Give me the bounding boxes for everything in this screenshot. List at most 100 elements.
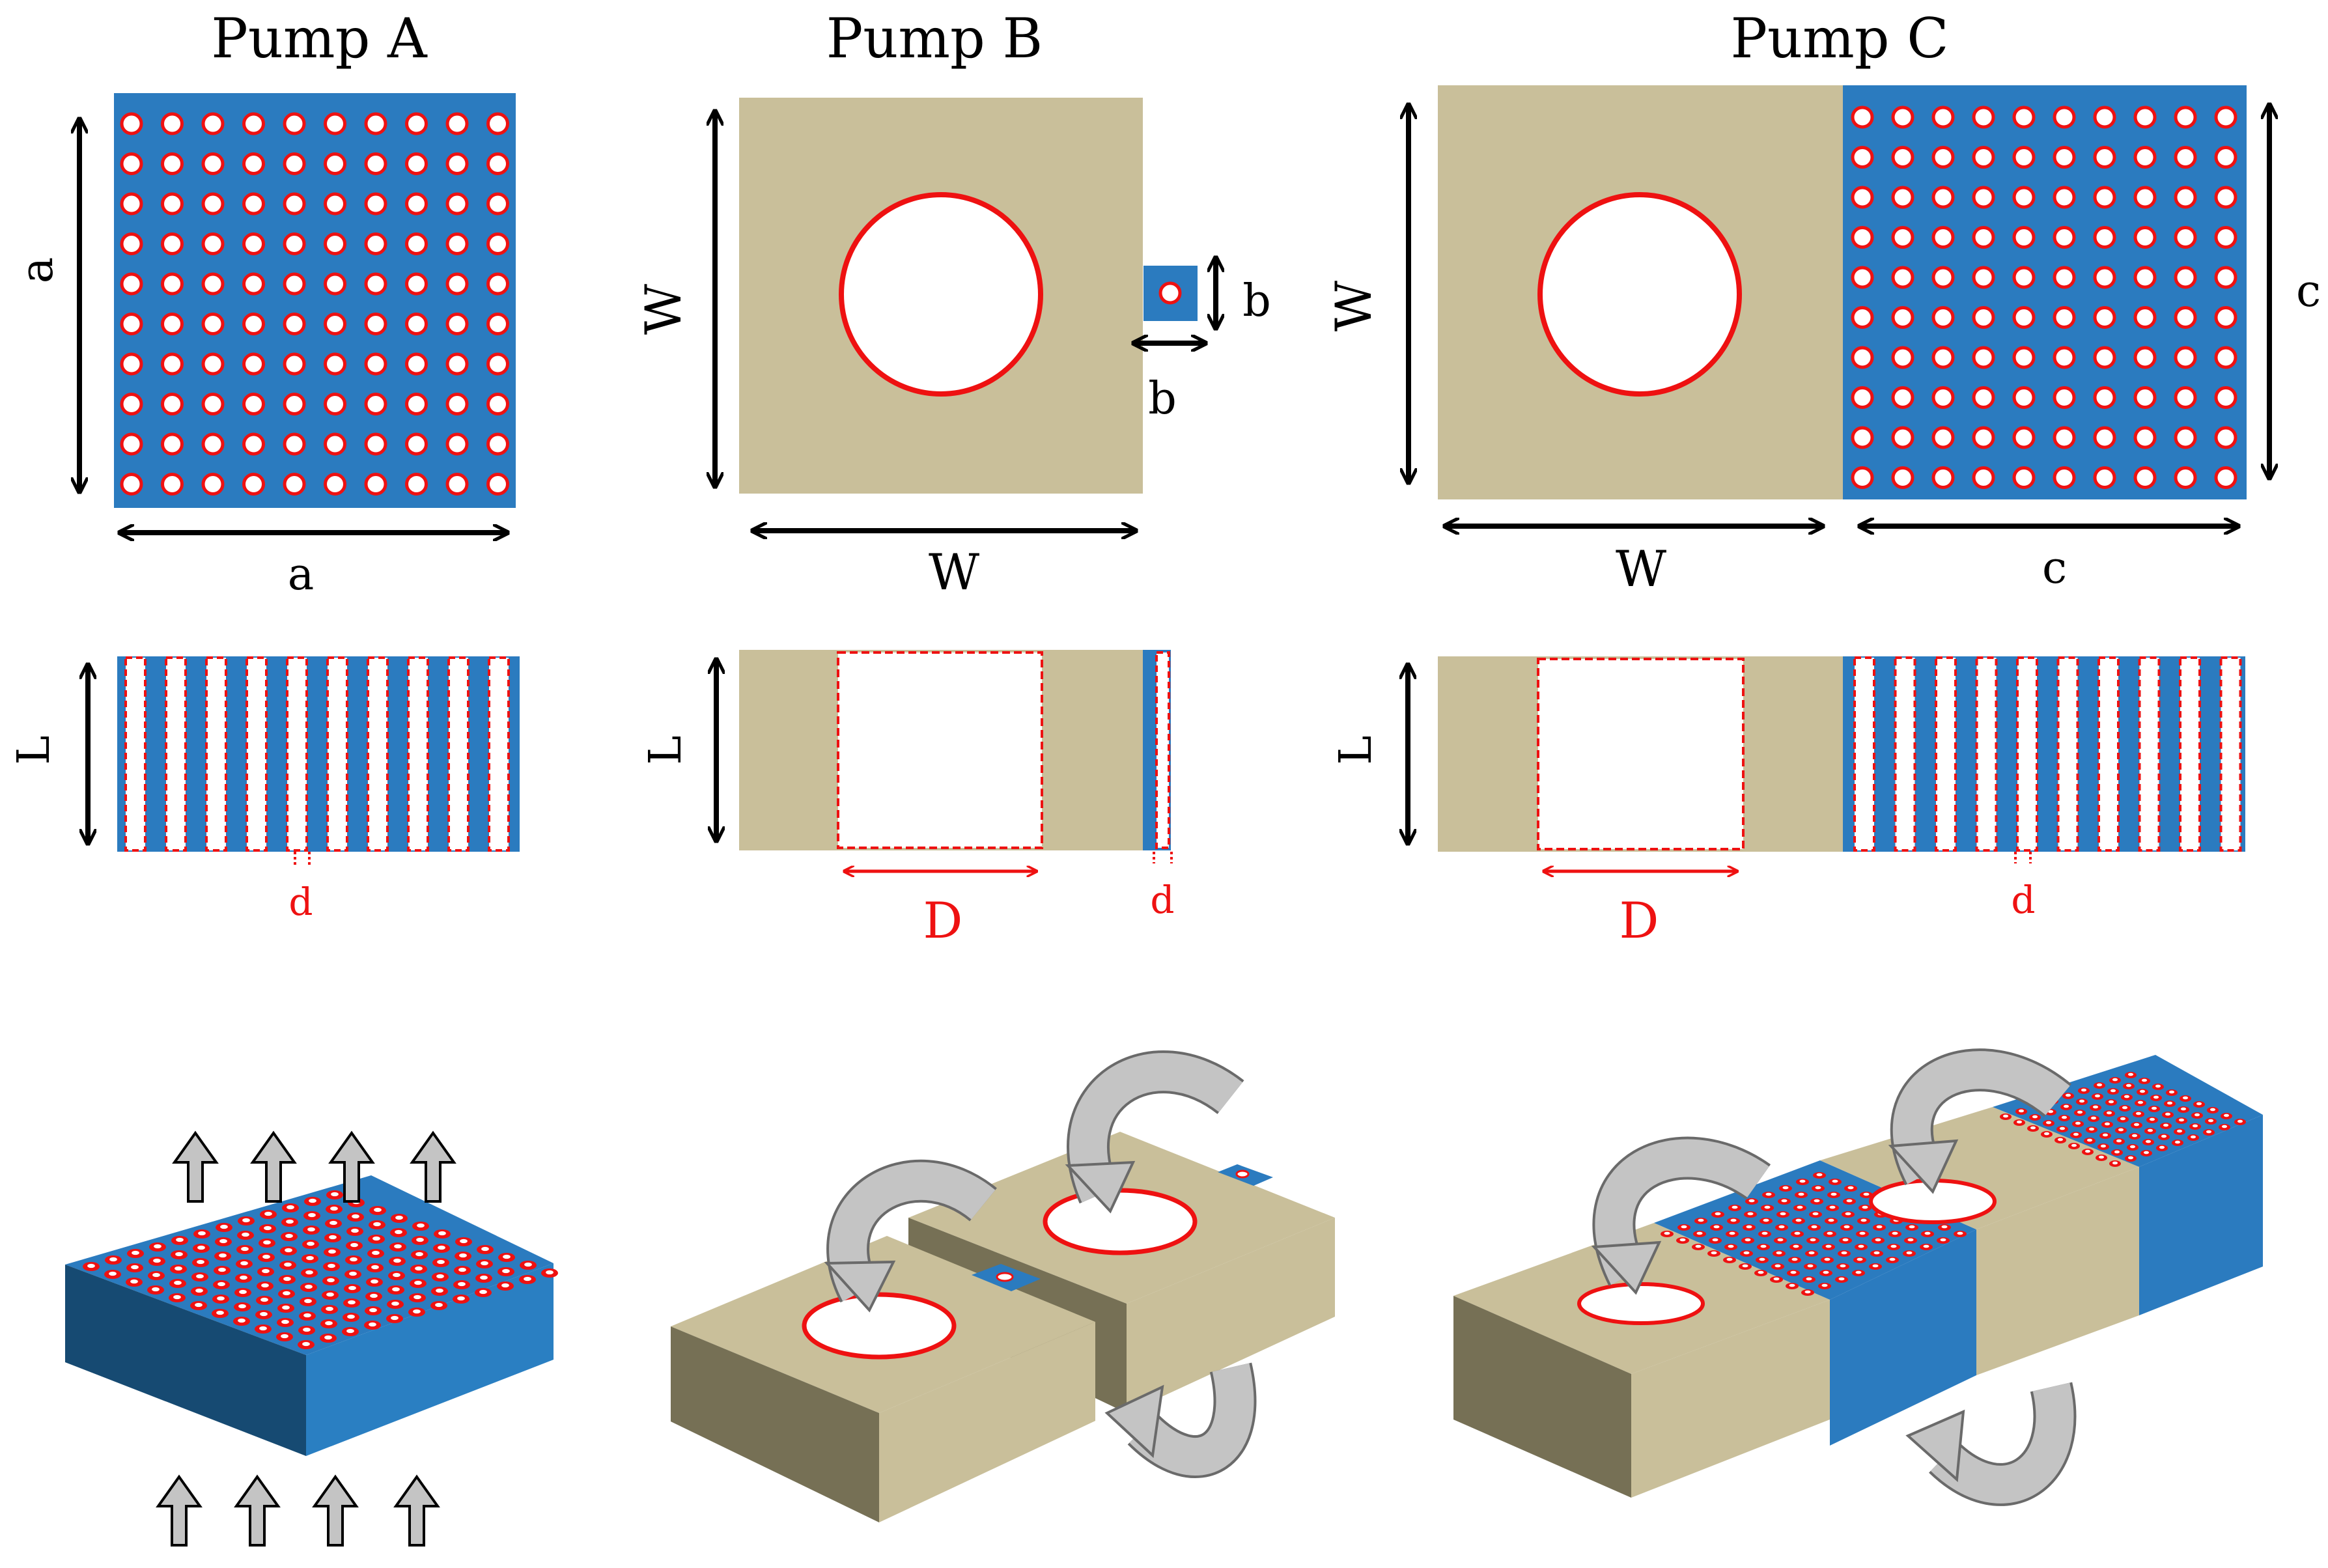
pump-c-title: Pump C bbox=[1730, 7, 1948, 70]
pore-3d-opening bbox=[1863, 1192, 1870, 1196]
pump-b-channel-cross-section bbox=[837, 651, 1043, 849]
pore-3d-opening bbox=[393, 1272, 400, 1278]
pore bbox=[1972, 346, 1995, 369]
pore-3d-opening bbox=[330, 1220, 337, 1225]
pore bbox=[1891, 186, 1914, 209]
pore bbox=[486, 352, 509, 376]
pore-3d-opening bbox=[1859, 1231, 1866, 1235]
pore-3d-opening bbox=[372, 1250, 380, 1255]
pore-3d-opening bbox=[307, 1227, 315, 1232]
pore bbox=[486, 272, 509, 296]
pore bbox=[242, 232, 265, 255]
pore bbox=[405, 352, 428, 376]
pore-3d-opening bbox=[2077, 1110, 2083, 1114]
pore-3d-opening bbox=[459, 1253, 467, 1258]
pore-3d-opening bbox=[1857, 1257, 1863, 1261]
pore-3d-opening bbox=[2180, 1107, 2187, 1111]
pore bbox=[1931, 426, 1955, 449]
pore-3d-opening bbox=[286, 1219, 294, 1224]
pore-3d-opening bbox=[1790, 1270, 1797, 1274]
pump-a-title: Pump A bbox=[211, 7, 428, 70]
pore bbox=[2214, 226, 2237, 249]
pore bbox=[2133, 346, 2157, 369]
pore-3d-opening bbox=[1907, 1238, 1914, 1242]
pore bbox=[2093, 266, 2116, 289]
pore-3d-opening bbox=[2094, 1094, 2101, 1098]
pore-3d-opening bbox=[2161, 1134, 2167, 1138]
pore bbox=[324, 393, 346, 415]
pump-b-flow-arrow-bottom bbox=[1104, 1362, 1257, 1478]
pump-a-outflow-arrows bbox=[172, 1130, 456, 1203]
pore-3d-opening bbox=[1758, 1270, 1764, 1274]
pump-c-channel-label: D bbox=[1620, 891, 1659, 949]
pore bbox=[161, 272, 184, 296]
pore-channel bbox=[2097, 656, 2120, 852]
pore-3d-opening bbox=[1742, 1264, 1748, 1268]
pore-3d-opening bbox=[174, 1280, 182, 1285]
pore bbox=[445, 432, 469, 456]
pump-a-length-label: L bbox=[8, 735, 60, 764]
pore-3d-opening bbox=[1832, 1179, 1838, 1183]
pore bbox=[120, 473, 143, 496]
pore bbox=[1972, 306, 1995, 329]
pore-3d-opening bbox=[1873, 1251, 1880, 1255]
pore-3d-opening bbox=[326, 1306, 333, 1311]
pump-b-channel-label: D bbox=[923, 891, 963, 949]
pore-3d-opening bbox=[1732, 1205, 1738, 1209]
pore-3d-opening bbox=[2088, 1127, 2095, 1131]
pore-3d-opening bbox=[1844, 1225, 1850, 1229]
pore bbox=[283, 192, 306, 216]
pore-3d-opening bbox=[2190, 1135, 2196, 1139]
pump-b-channel-top-view bbox=[839, 192, 1043, 397]
pore bbox=[2174, 466, 2197, 489]
pore bbox=[283, 352, 306, 376]
pore bbox=[201, 232, 225, 255]
pore bbox=[2012, 346, 2036, 369]
pore bbox=[2133, 146, 2157, 169]
pore bbox=[283, 393, 306, 415]
pore-3d-opening bbox=[87, 1263, 95, 1268]
pore bbox=[2174, 386, 2197, 409]
pore-3d-opening bbox=[2159, 1145, 2165, 1149]
pump-a-width-label: a bbox=[288, 549, 315, 600]
pore bbox=[2174, 186, 2197, 209]
pore-3d-opening bbox=[458, 1281, 466, 1287]
pore-3d-opening bbox=[2127, 1072, 2134, 1076]
pore-3d-opening bbox=[287, 1205, 294, 1210]
pore-3d-opening bbox=[2153, 1095, 2159, 1099]
pore bbox=[445, 232, 469, 255]
pump-b-title: Pump B bbox=[826, 7, 1043, 70]
pore-3d-opening bbox=[2084, 1149, 2091, 1153]
pore bbox=[405, 232, 428, 255]
pore-3d-opening bbox=[2143, 1151, 2150, 1155]
pore bbox=[324, 152, 346, 175]
pore-3d-opening bbox=[1816, 1173, 1823, 1177]
pump-b-membrane-pore-channel bbox=[1155, 651, 1170, 849]
pore bbox=[201, 272, 225, 296]
pore bbox=[445, 473, 469, 496]
pore bbox=[161, 393, 184, 415]
pore bbox=[242, 352, 265, 376]
pore-3d-opening bbox=[2092, 1105, 2099, 1109]
pore-3d-opening bbox=[2059, 1127, 2066, 1130]
pore bbox=[2133, 105, 2157, 129]
pore-3d-opening bbox=[283, 1276, 291, 1281]
pore bbox=[2093, 306, 2116, 329]
pore bbox=[242, 152, 265, 175]
pore bbox=[2133, 186, 2157, 209]
pump-c-membrane-h-label: c bbox=[2296, 266, 2321, 317]
pore bbox=[201, 393, 225, 415]
pump-c-membrane-w-label: c bbox=[2042, 542, 2067, 594]
pore-3d-opening bbox=[2086, 1138, 2093, 1142]
pore-3d-opening bbox=[393, 1258, 401, 1263]
pore-3d-opening bbox=[438, 1231, 446, 1236]
pore bbox=[201, 473, 225, 496]
pore-3d-opening bbox=[1743, 1251, 1750, 1255]
pore-3d-opening bbox=[2192, 1124, 2198, 1128]
pore-3d-opening bbox=[2182, 1096, 2189, 1100]
pore-3d-opening bbox=[196, 1274, 204, 1279]
pore-3d-opening bbox=[2045, 1121, 2052, 1125]
up-arrow bbox=[250, 1130, 297, 1203]
pore bbox=[161, 313, 184, 335]
pore-3d-opening bbox=[2122, 1106, 2128, 1110]
